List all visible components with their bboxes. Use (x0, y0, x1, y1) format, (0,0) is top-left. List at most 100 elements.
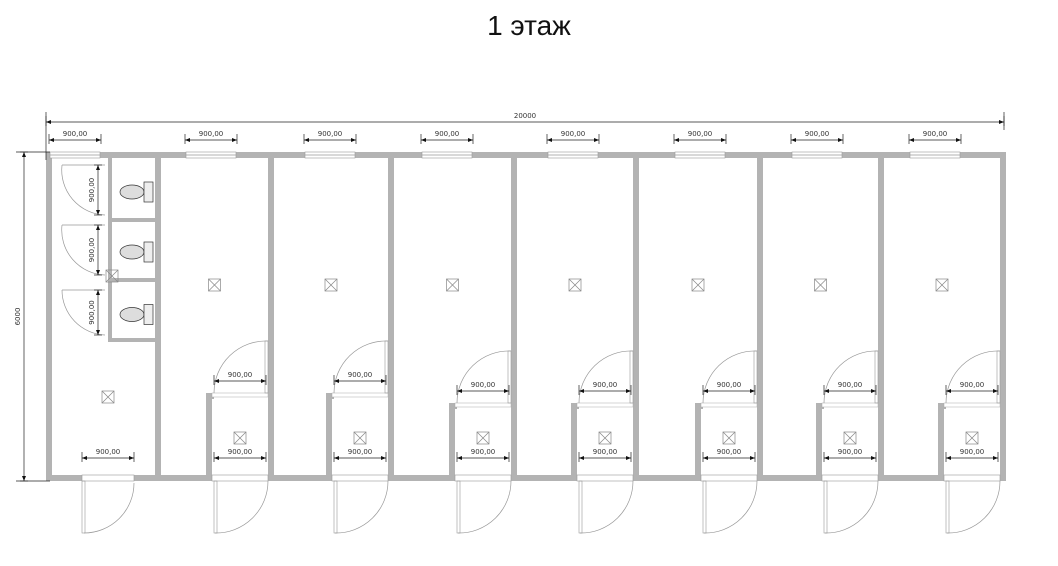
floor-drain-icon (476, 431, 490, 445)
door-leaf (213, 480, 218, 534)
dimension-label: 900,00 (593, 381, 618, 389)
wall (449, 403, 457, 409)
floor-drain-icon (446, 278, 459, 292)
toilet-icon (119, 184, 145, 200)
dimension-label: 900,00 (471, 448, 496, 456)
door-swing (213, 340, 269, 394)
wall (46, 152, 52, 481)
wall (155, 152, 161, 481)
dimension-label: 900,00 (717, 448, 742, 456)
floor-drain-icon (843, 431, 857, 445)
dimension-label: 900,00 (88, 238, 96, 263)
dimension-label: 900,00 (960, 381, 985, 389)
door-swing (214, 480, 269, 534)
dimension-label: 900,00 (435, 130, 460, 138)
dimension-label: 900,00 (348, 371, 373, 379)
floor-drain-icon (208, 278, 221, 292)
door-swing (334, 480, 389, 534)
toilet-tank-icon (143, 304, 154, 325)
wall (388, 152, 394, 481)
floor-drain-icon (965, 431, 979, 445)
floor-drain-icon (843, 431, 857, 445)
dimension-label: 900,00 (88, 178, 96, 203)
floor-drain-icon (208, 278, 221, 292)
door-leaf (578, 480, 583, 534)
door-leaf (629, 350, 634, 404)
dimension-label: 900,00 (923, 130, 948, 138)
exterior-door-opening (331, 474, 389, 482)
door-swing (61, 224, 106, 276)
floor-drain-icon (568, 278, 582, 292)
dimension-arrow (96, 290, 100, 335)
floor-drain-icon (233, 431, 247, 445)
wall (110, 338, 158, 342)
wall (571, 403, 579, 409)
dimension-label: 900,00 (838, 448, 863, 456)
door-leaf (264, 340, 269, 394)
door-leaf (456, 480, 461, 534)
dimension-label: 900,00 (88, 300, 96, 325)
door-leaf (996, 350, 1001, 404)
dimension-label: 900,00 (960, 448, 985, 456)
floor-drain-icon (814, 278, 827, 292)
wall (206, 393, 214, 399)
wall (878, 152, 884, 481)
entrance-door-opening (81, 474, 135, 482)
door-swing (83, 482, 135, 534)
dimension-label: 900,00 (63, 130, 88, 138)
wall (571, 403, 577, 481)
dimension-label: 900,00 (717, 381, 742, 389)
door-leaf (945, 480, 950, 534)
door-swing (945, 350, 1001, 404)
floor-drain-icon (476, 431, 490, 445)
dimension-label: 900,00 (318, 130, 343, 138)
floor-drain-icon (353, 431, 367, 445)
dimension-label: 900,00 (838, 381, 863, 389)
door-leaf (753, 350, 758, 404)
door-leaf (823, 480, 828, 534)
door-swing (61, 289, 106, 336)
dimension-label: 900,00 (348, 448, 373, 456)
toilet-tank-icon (143, 181, 154, 203)
door-swing (456, 350, 512, 404)
dimension-label: 900,00 (805, 130, 830, 138)
dimension-arrow (96, 165, 100, 215)
wall (268, 152, 274, 481)
door-leaf (81, 480, 86, 534)
exterior-door-opening (454, 474, 512, 482)
door-swing (579, 480, 634, 534)
wall (46, 475, 1006, 481)
floor-drain-icon (105, 269, 119, 283)
wall (816, 403, 822, 481)
wall (938, 403, 944, 481)
door-swing (333, 340, 389, 394)
floor-drain-icon (935, 278, 949, 292)
floor-drain-icon (233, 431, 247, 445)
toilet-icon (119, 307, 145, 322)
door-leaf (874, 350, 879, 404)
wall (110, 218, 158, 222)
floor-drain-icon (101, 390, 115, 404)
vestibule-inner-door (211, 392, 269, 398)
wall (695, 403, 701, 481)
door-swing (457, 480, 512, 534)
floor-drain-icon (353, 431, 367, 445)
wall (938, 403, 946, 409)
floor-drain-icon (722, 431, 736, 445)
exterior-door-opening (943, 474, 1001, 482)
floor-drain-icon (598, 431, 612, 445)
exterior-door-opening (821, 474, 879, 482)
door-swing (578, 350, 634, 404)
floor-drain-icon (105, 269, 119, 283)
wall (110, 278, 158, 282)
exterior-door-opening (576, 474, 634, 482)
dimension-label: 900,00 (96, 448, 121, 456)
floor-drain-icon (446, 278, 459, 292)
wall (326, 393, 334, 399)
floor-drain-icon (568, 278, 582, 292)
floor-drain-icon (324, 278, 338, 292)
dimension-label: 900,00 (228, 448, 253, 456)
floor-drain-icon (691, 278, 705, 292)
vestibule-inner-door (943, 402, 1001, 408)
